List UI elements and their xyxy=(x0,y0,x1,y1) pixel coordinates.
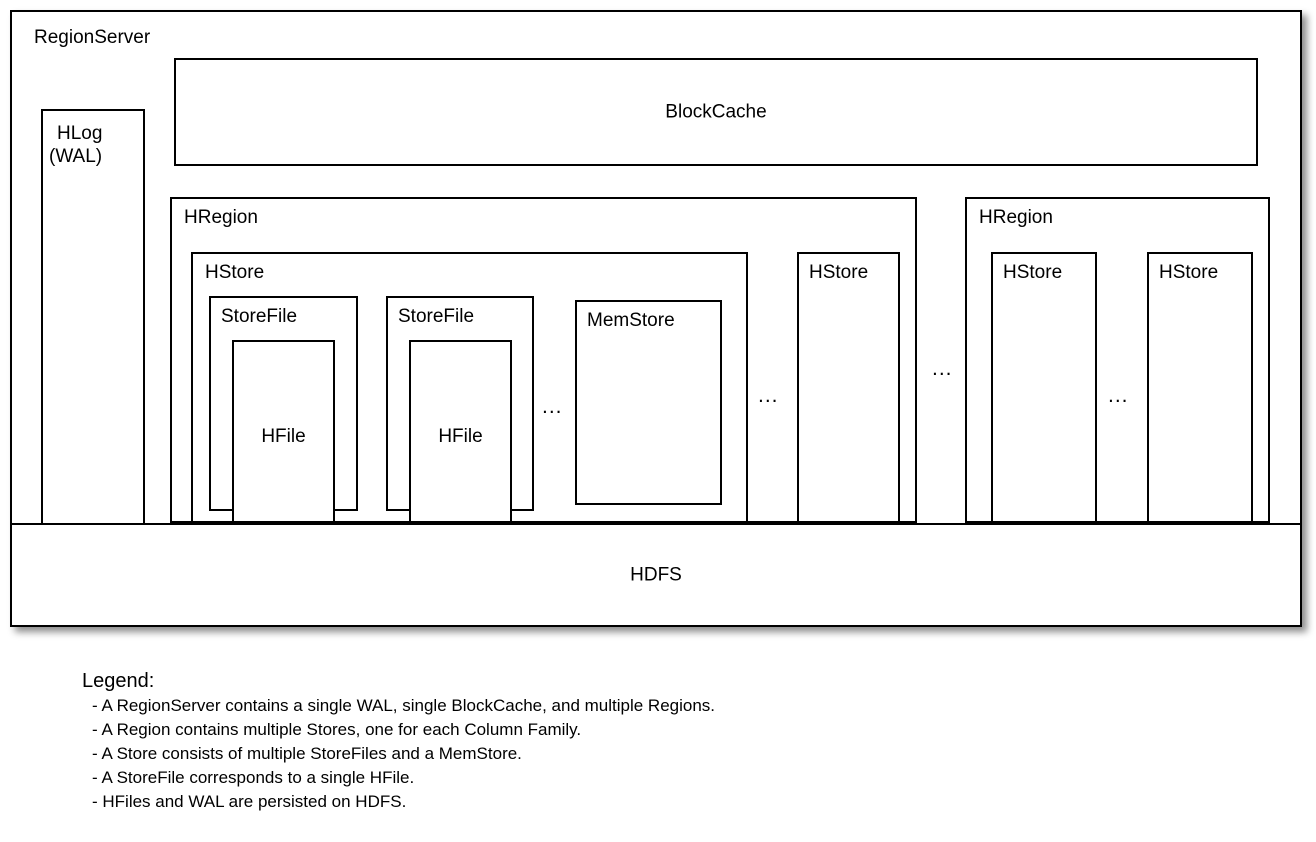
hregion-1-label: HRegion xyxy=(184,207,258,228)
legend-line: - A Store consists of multiple StoreFile… xyxy=(92,744,522,763)
memstore-box: MemStore xyxy=(575,300,722,505)
storefile-2-label: StoreFile xyxy=(398,306,475,327)
legend-line: - A StoreFile corresponds to a single HF… xyxy=(92,768,415,787)
blockcache-label: BlockCache xyxy=(665,101,767,123)
hdfs-label: HDFS xyxy=(630,564,682,586)
hfile-2-box: HFile xyxy=(409,340,512,523)
hregion-2-store-ellipsis: ... xyxy=(1108,384,1129,407)
storefile-ellipsis: ... xyxy=(542,395,563,418)
hstore-1-2-label: HStore xyxy=(809,262,869,283)
hfile-1-label: HFile xyxy=(261,426,306,447)
hlog-wal-box: HLog (WAL) xyxy=(41,109,145,535)
legend-line: - A RegionServer contains a single WAL, … xyxy=(92,696,716,715)
legend-line: - A Region contains multiple Stores, one… xyxy=(92,720,582,739)
hdfs-box xyxy=(10,523,1302,627)
hregion-2-label: HRegion xyxy=(979,207,1053,228)
blockcache-box: BlockCache xyxy=(174,58,1258,166)
hstore-1-2-box: HStore xyxy=(797,252,900,523)
hstore-2-1-box: HStore xyxy=(991,252,1097,523)
hstore-2-2-box: HStore xyxy=(1147,252,1253,523)
hlog-label-line2: (WAL) xyxy=(49,146,103,167)
memstore-label: MemStore xyxy=(587,310,675,331)
hlog-label-line1: HLog xyxy=(57,123,103,144)
regionserver-label: RegionServer xyxy=(34,27,151,48)
legend: Legend: - A RegionServer contains a sing… xyxy=(82,668,1242,814)
hregion-ellipsis: ... xyxy=(932,357,953,380)
hstore-2-2-label: HStore xyxy=(1159,262,1219,283)
hfile-2-label: HFile xyxy=(438,426,483,447)
hfile-1-box: HFile xyxy=(232,340,335,523)
hdfs-band-outline: HDFS xyxy=(10,523,1302,627)
storefile-1-label: StoreFile xyxy=(221,306,298,327)
hstore-2-1-label: HStore xyxy=(1003,262,1063,283)
legend-line: - HFiles and WAL are persisted on HDFS. xyxy=(92,792,407,811)
hstore-1-1-label: HStore xyxy=(205,262,265,283)
legend-title: Legend: xyxy=(82,670,155,692)
hregion-1-store-ellipsis: ... xyxy=(758,384,779,407)
